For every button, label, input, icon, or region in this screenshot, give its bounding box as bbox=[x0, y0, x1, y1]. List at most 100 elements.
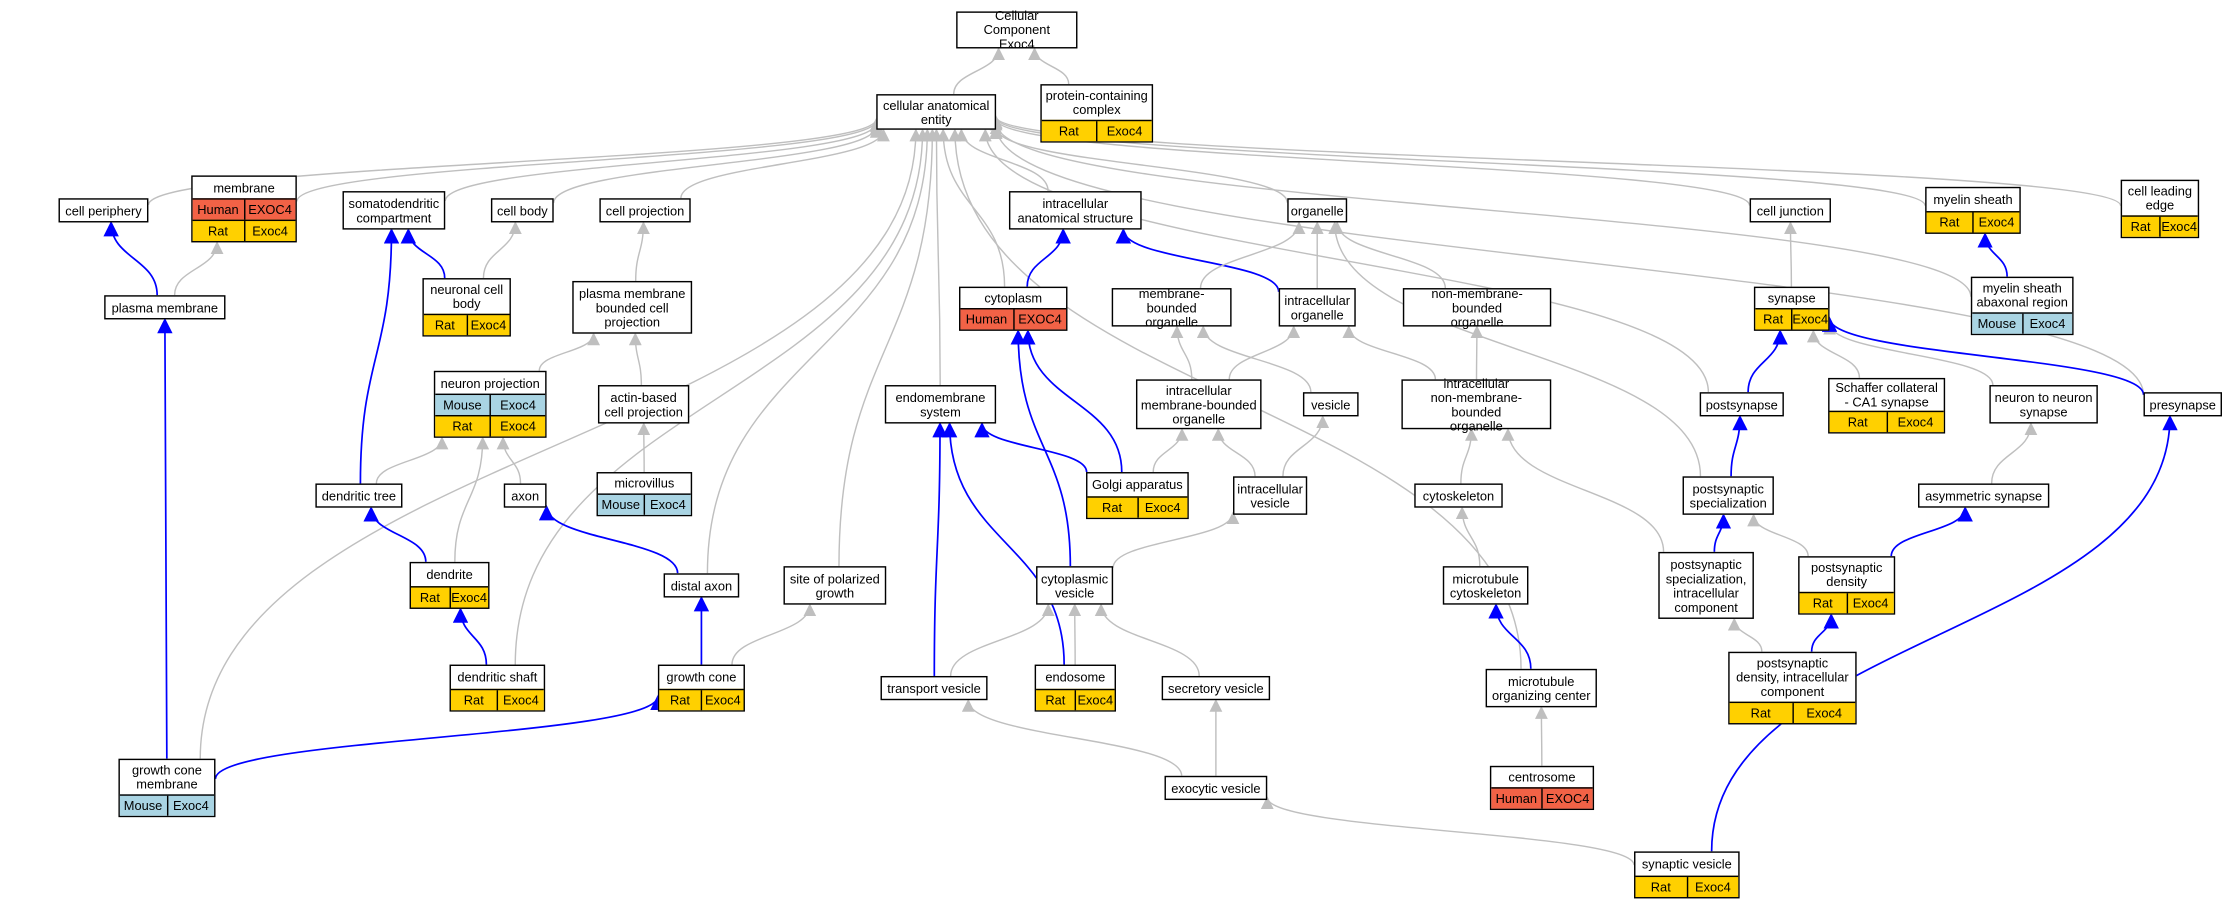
gene-label: Exoc4 bbox=[448, 587, 488, 608]
node-cellper[interactable]: cell periphery bbox=[58, 198, 149, 223]
node-psdic[interactable]: postsynaptic density, intracellular comp… bbox=[1728, 651, 1857, 725]
node-abcp[interactable]: actin-based cell projection bbox=[597, 385, 690, 424]
node-celljunc[interactable]: cell junction bbox=[1749, 198, 1831, 223]
edge-celljunc-to-cae bbox=[989, 117, 1751, 206]
species-label: Rat bbox=[207, 223, 228, 239]
node-cellproj[interactable]: cell projection bbox=[599, 198, 691, 223]
node-n2n[interactable]: neuron to neuron synapse bbox=[1989, 385, 2098, 424]
node-postsyn[interactable]: postsynapse bbox=[1699, 392, 1784, 417]
node-pssic[interactable]: postsynaptic specialization, intracellul… bbox=[1658, 551, 1754, 619]
node-label: site of polarized growth bbox=[789, 571, 880, 600]
node-somato[interactable]: somatodendritic compartment bbox=[342, 191, 446, 230]
edge-synves-to-exoves bbox=[1260, 796, 1635, 866]
node-transves[interactable]: transport vesicle bbox=[880, 675, 988, 701]
edge-abcp-to-pmbcp bbox=[628, 332, 643, 386]
species-label: Rat bbox=[1812, 596, 1833, 611]
node-pss[interactable]: postsynaptic specialization bbox=[1682, 476, 1774, 515]
node-plasmamem[interactable]: plasma membrane bbox=[104, 295, 226, 320]
node-label: growth cone membrane bbox=[131, 762, 202, 792]
edge-synapse-to-celljunc bbox=[1784, 221, 1797, 287]
node-secves[interactable]: secretory vesicle bbox=[1161, 675, 1271, 701]
node-iae[interactable]: intracellular anatomical structure bbox=[1008, 191, 1142, 230]
node-cytoskel[interactable]: cytoskeleton bbox=[1414, 483, 1503, 508]
species-label: Human bbox=[965, 312, 1008, 327]
node-spg[interactable]: site of polarized growth bbox=[783, 566, 887, 605]
node-endomem[interactable]: endomembrane system bbox=[884, 385, 997, 424]
node-cellbody[interactable]: cell body bbox=[490, 198, 554, 223]
gene-label: Exoc4 bbox=[643, 494, 691, 515]
node-label: membrane bbox=[213, 180, 275, 195]
node-axon[interactable]: axon bbox=[503, 483, 547, 508]
node-label: intracellular vesicle bbox=[1237, 481, 1303, 510]
node-label: intracellular membrane-bounded organelle bbox=[1140, 382, 1257, 426]
edge-cellproj-to-cae bbox=[680, 128, 890, 199]
node-dendtree[interactable]: dendritic tree bbox=[315, 483, 403, 508]
node-label: vesicle bbox=[1311, 397, 1351, 412]
edge-pssic-to-inmbo bbox=[1501, 427, 1665, 552]
node-imbo[interactable]: intracellular membrane-bounded organelle bbox=[1135, 379, 1262, 430]
species-label: Rat bbox=[2130, 219, 2151, 234]
species-label: Rat bbox=[1750, 705, 1771, 721]
node-label: organelle bbox=[1290, 203, 1344, 218]
node-presyn[interactable]: presynapse bbox=[2143, 392, 2222, 417]
species-label: Human bbox=[1495, 791, 1537, 806]
edge-neuproj-to-pmbcp bbox=[538, 332, 600, 371]
node-asym[interactable]: asymmetric synapse bbox=[1918, 483, 2050, 508]
edge-mbo-to-organelle bbox=[1199, 221, 1306, 289]
edge-ivesicle-to-vesicle bbox=[1282, 415, 1330, 477]
node-cytovesicle[interactable]: cytoplasmic vesicle bbox=[1036, 566, 1114, 605]
node-nmbo[interactable]: non-membrane-bounded organelle bbox=[1402, 286, 1552, 329]
node-vesicle[interactable]: vesicle bbox=[1302, 392, 1359, 417]
edge-cellper-to-cae bbox=[147, 117, 883, 206]
node-organelle[interactable]: organelle bbox=[1287, 198, 1348, 223]
node-mtcyto[interactable]: microtubule cytoskeleton bbox=[1442, 566, 1529, 605]
node-pmbcp[interactable]: plasma membrane bounded cell projection bbox=[572, 280, 693, 334]
node-mbo[interactable]: membrane-bounded organelle bbox=[1111, 285, 1232, 329]
species-label: Mouse bbox=[1977, 316, 2017, 331]
node-label: neuronal cell body bbox=[430, 282, 504, 311]
node-mtoc[interactable]: microtubule organizing center bbox=[1485, 668, 1597, 708]
node-label: dendrite bbox=[426, 567, 473, 582]
edge-pss-to-postsyn bbox=[1730, 414, 1748, 477]
node-io[interactable]: intracellular organelle bbox=[1278, 288, 1356, 327]
node-ivesicle[interactable]: intracellular vesicle bbox=[1233, 476, 1308, 515]
node-label: postsynaptic specialization, intracellul… bbox=[1665, 556, 1747, 614]
edge-schaffer-to-synapse bbox=[1806, 329, 1861, 378]
node-inmbo[interactable]: intracellular non-membrane-bounded organ… bbox=[1401, 376, 1552, 433]
node-cc[interactable]: Cellular Component Exoc4 bbox=[956, 9, 1078, 51]
node-label: postsynaptic specialization bbox=[1689, 481, 1767, 510]
node-label: endosome bbox=[1045, 670, 1106, 685]
node-exoves[interactable]: exocytic vesicle bbox=[1164, 775, 1268, 801]
node-label: membrane-bounded organelle bbox=[1138, 285, 1205, 329]
node-label: distal axon bbox=[670, 578, 733, 593]
edge-distaxon-to-cae bbox=[706, 128, 934, 574]
node-distaxon[interactable]: distal axon bbox=[663, 573, 740, 598]
node-label: postsynaptic density bbox=[1810, 560, 1883, 589]
node-cae[interactable]: cellular anatomical entity bbox=[876, 94, 997, 130]
